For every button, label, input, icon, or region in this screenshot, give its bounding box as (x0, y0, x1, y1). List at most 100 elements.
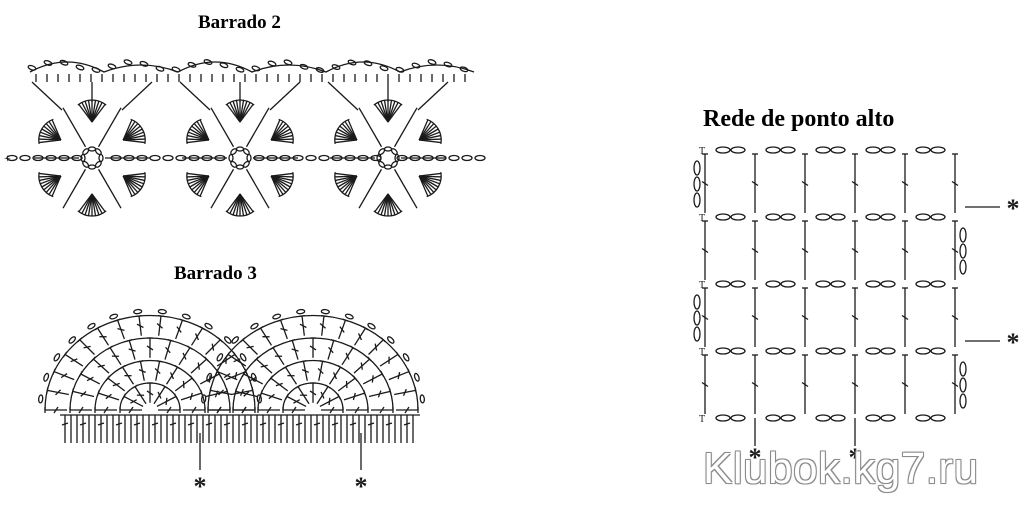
dc-topbar (78, 371, 83, 377)
ring-chain (228, 153, 234, 163)
fan-double-crochet (175, 318, 186, 340)
star-marker: * (749, 443, 762, 472)
edge-chain (419, 394, 425, 404)
dc-topbar (407, 368, 411, 375)
fan-double-crochet (164, 338, 174, 360)
turning-chain (959, 259, 967, 275)
fan-double-crochet (90, 356, 110, 374)
dc-topbar (174, 364, 181, 370)
row-tick: T (699, 280, 705, 291)
grid-double-crochet (801, 153, 809, 213)
grid-double-crochet (751, 287, 759, 347)
dc-crossbar (397, 371, 401, 380)
connector-line (269, 81, 301, 111)
fan-double-crochet (282, 406, 305, 414)
fan-double-crochet (146, 382, 154, 403)
grid-chain-stitch (915, 146, 931, 154)
dc-crossbar (53, 406, 59, 414)
dc-topbar (232, 351, 238, 358)
fan-stitch (78, 193, 93, 213)
edge-chain (272, 313, 282, 320)
grid-chain-stitch (765, 414, 781, 422)
dc-topbar (105, 375, 111, 381)
dc-crossbar (328, 397, 331, 406)
grid-chain-stitch (780, 213, 796, 221)
dc-crossbar (851, 180, 859, 187)
dc-topbar (122, 393, 126, 400)
dc-topbar (179, 318, 186, 322)
dc-crossbar (352, 392, 356, 401)
dc-crossbar (70, 358, 78, 363)
edge-chain (201, 394, 207, 404)
grid-chain-stitch (830, 414, 846, 422)
dc-topbar (289, 338, 296, 342)
dc-topbar (162, 384, 168, 389)
fan-double-crochet (388, 368, 411, 381)
spoke-line (97, 168, 122, 209)
dc-crossbar (339, 326, 345, 333)
dc-crossbar (268, 393, 275, 400)
grid-chain-stitch (915, 280, 931, 288)
edge-chain (296, 308, 306, 315)
grid-chain-stitch (715, 414, 731, 422)
fan-stitch (122, 175, 133, 197)
fan-double-crochet (396, 406, 419, 414)
dc-crossbar (751, 314, 759, 321)
fan-double-crochet (44, 406, 67, 414)
base-crossbar (403, 422, 411, 426)
fan-double-crochet (94, 325, 110, 346)
fan-double-crochet (190, 325, 206, 346)
fan-double-crochet (207, 406, 230, 414)
edge-chain (133, 308, 143, 315)
border-chain (203, 59, 213, 65)
dc-crossbar (60, 373, 68, 379)
edge-chain (256, 394, 262, 404)
dc-crossbar (130, 399, 138, 404)
fan-stitch (51, 119, 62, 141)
fan-double-crochet (52, 368, 75, 381)
fan-double-crochet (298, 315, 307, 336)
fan-double-crochet (341, 345, 356, 366)
ring-chain (242, 148, 250, 156)
dc-topbar (295, 384, 301, 389)
turning-chain (693, 310, 701, 326)
grid-chain-stitch (815, 347, 831, 355)
grid-double-crochet (951, 287, 959, 347)
row-tick: T (699, 213, 705, 224)
edge-chain (386, 336, 395, 344)
dc-topbar (96, 390, 100, 397)
base-crossbar (133, 422, 141, 426)
base-crossbar (349, 422, 357, 426)
grid-chain-stitch (865, 213, 881, 221)
fan-cluster (77, 193, 107, 217)
fan-double-crochet (165, 364, 181, 385)
grid-chain-stitch (830, 347, 846, 355)
dc-topbar (337, 393, 341, 400)
fan-double-crochet (327, 338, 337, 360)
grid-chain-stitch (915, 414, 931, 422)
grid-chain-stitch (780, 347, 796, 355)
middle-chain-stitch (461, 154, 473, 162)
dc-crossbar (901, 247, 909, 254)
grid-double-crochet (901, 287, 909, 347)
spoke-line (358, 107, 383, 148)
dc-crossbar (165, 346, 171, 354)
dc-crossbar (379, 406, 385, 414)
ring-chain (87, 164, 97, 170)
fan-stitch (374, 193, 389, 213)
ring-chain (235, 164, 245, 170)
edge-chain (223, 336, 232, 344)
dc-topbar (363, 390, 367, 397)
edge-chain (68, 336, 77, 344)
fan-double-crochet (71, 388, 95, 398)
grid-chain-stitch (715, 347, 731, 355)
fan-arc (186, 172, 202, 198)
fan-double-crochet (205, 337, 223, 355)
dc-crossbar (951, 381, 959, 388)
spoke-line (393, 168, 418, 209)
fan-double-crochet (338, 318, 349, 340)
fan-cluster (270, 172, 294, 198)
grid-chain-stitch (730, 213, 746, 221)
fan-arc (334, 118, 350, 144)
fan-double-crochet (300, 360, 309, 381)
